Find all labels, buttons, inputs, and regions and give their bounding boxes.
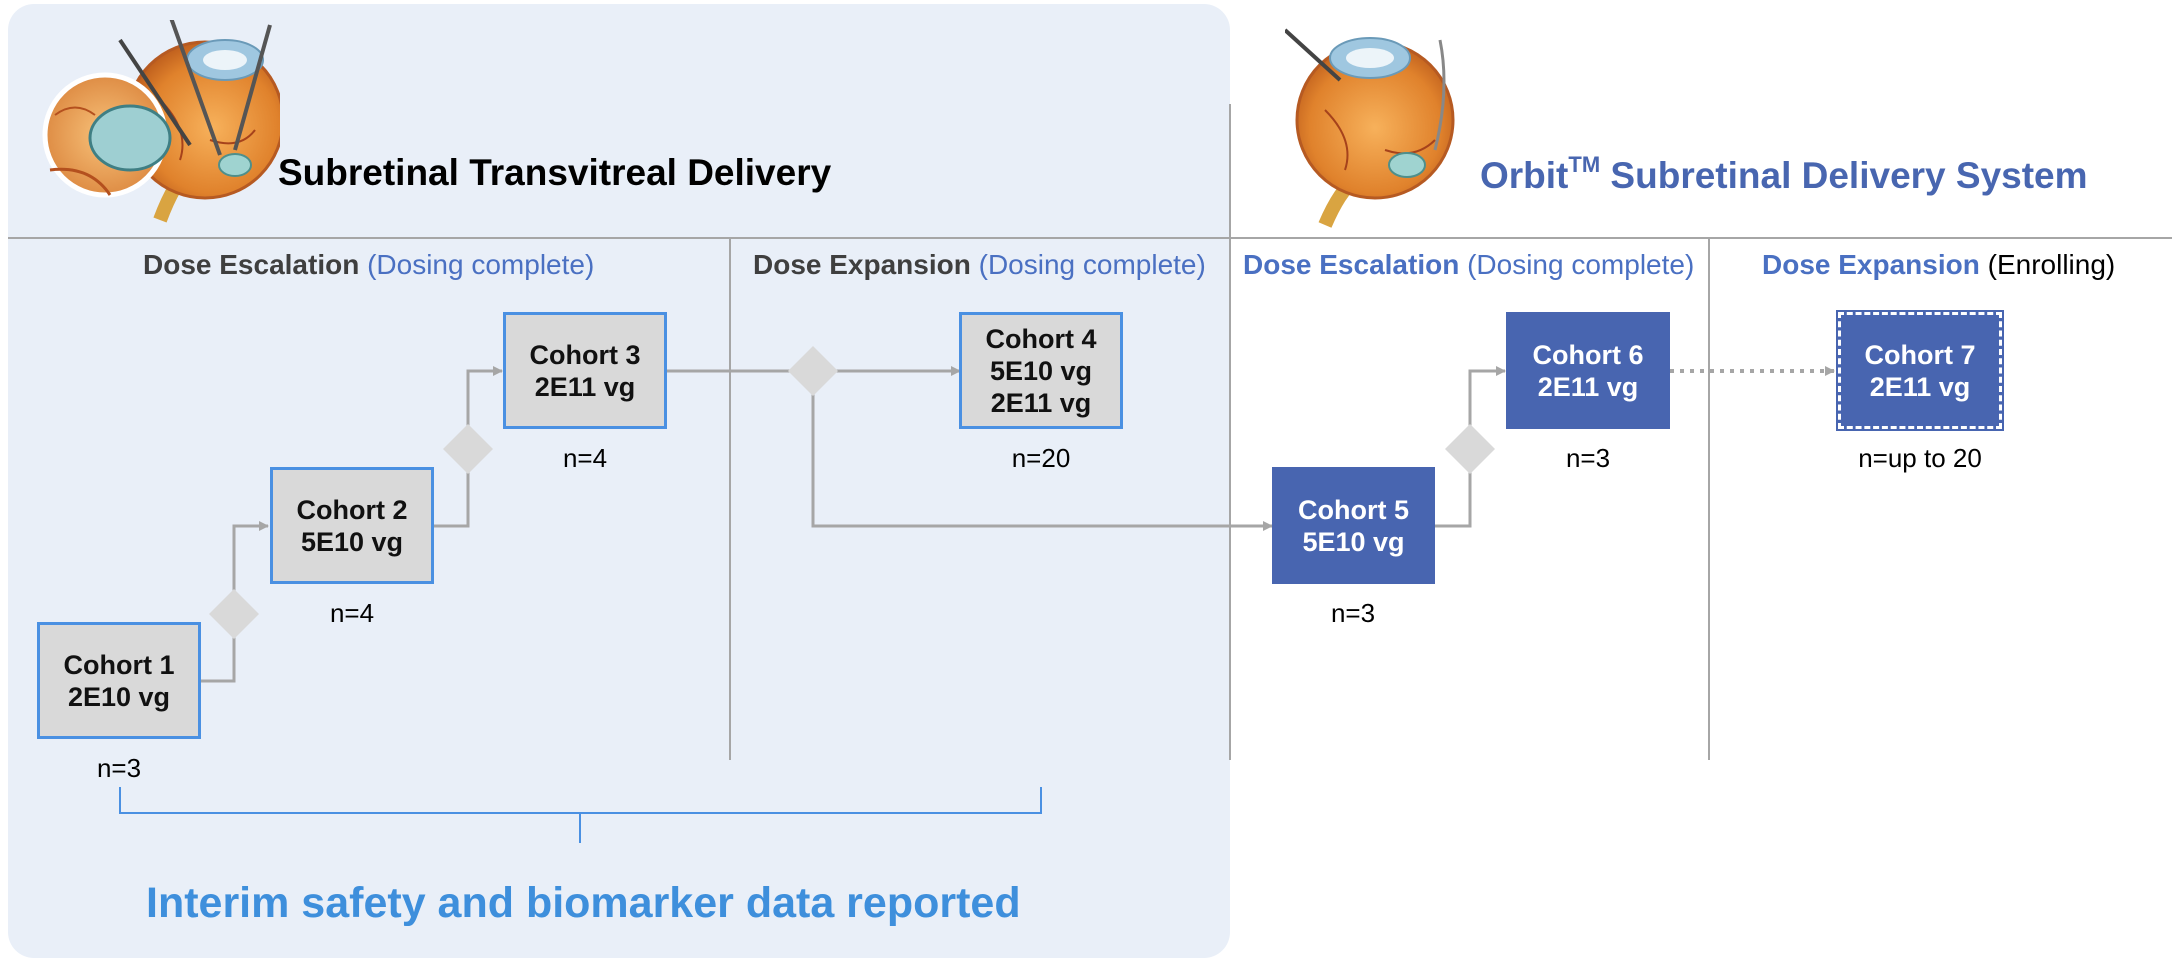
cohort-2-name: Cohort 2 <box>296 494 408 525</box>
cohort-2-n: n=4 <box>329 598 375 628</box>
left-title: Subretinal Transvitreal Delivery <box>278 152 832 193</box>
header-divider <box>8 237 2172 239</box>
phase-header-2-status: (Dosing complete) <box>978 249 1206 280</box>
cohort-7-box: Cohort 7 2E11 vg <box>1836 310 2004 431</box>
phase-header-1: Dose Escalation (Dosing complete) <box>143 251 594 279</box>
cohort-5-dose: 5E10 vg <box>1302 526 1405 557</box>
cohort-5-box: Cohort 5 5E10 vg <box>1272 467 1435 584</box>
cohort-4-name: Cohort 4 <box>985 323 1097 354</box>
cohort-3-n: n=4 <box>562 443 608 473</box>
footer-message: Interim safety and biomarker data report… <box>146 879 1021 927</box>
cohort-7-dose: 2E11 vg <box>1869 371 1971 402</box>
cohort-1-name: Cohort 1 <box>63 649 175 680</box>
phase-header-4-status: (Enrolling) <box>1987 249 2116 280</box>
phase-header-2: Dose Expansion (Dosing complete) <box>753 251 1206 279</box>
cohort-3-dose: 2E11 vg <box>534 371 636 402</box>
eye-orbit-icon <box>1285 28 1455 228</box>
section-divider-main <box>1229 104 1231 760</box>
cohort-6-dose: 2E11 vg <box>1537 371 1639 402</box>
connector-branch-c5 <box>811 371 1273 531</box>
decision-diamond-2 <box>443 424 493 474</box>
cohort-5-n: n=3 <box>1330 598 1376 628</box>
cohort-4-box: Cohort 4 5E10 vg 2E11 vg <box>959 312 1123 429</box>
cohort-7-name: Cohort 7 <box>1864 339 1976 370</box>
cohort-3-box: Cohort 3 2E11 vg <box>503 312 667 429</box>
decision-diamond-1 <box>209 589 259 639</box>
cohort-4-dose-2: 2E11 vg <box>990 387 1092 418</box>
footer-bracket <box>119 787 1042 814</box>
cohort-6-name: Cohort 6 <box>1532 339 1644 370</box>
cohort-3-name: Cohort 3 <box>529 339 641 370</box>
cohort-2-dose: 5E10 vg <box>300 526 404 557</box>
decision-diamond-3 <box>788 346 838 396</box>
phase-header-3-title: Dose Escalation <box>1243 249 1460 280</box>
eye-cross-section-icon <box>42 20 280 223</box>
cohort-7-n: n=up to 20 <box>1858 443 1982 473</box>
phase-header-1-status: (Dosing complete) <box>367 249 595 280</box>
cohort-5-name: Cohort 5 <box>1298 494 1409 525</box>
section-divider-right <box>1708 238 1710 760</box>
right-title-brand: Orbit <box>1480 155 1569 196</box>
cohort-1-n: n=3 <box>96 753 142 783</box>
section-divider-left <box>729 238 731 760</box>
cohort-2-box: Cohort 2 5E10 vg <box>270 467 434 584</box>
right-title-superscript: TM <box>1568 152 1601 177</box>
phase-header-4-title: Dose Expansion <box>1762 249 1980 280</box>
right-title: OrbitTM Subretinal Delivery System <box>1480 152 2088 196</box>
cohort-6-box: Cohort 6 2E11 vg <box>1506 312 1670 429</box>
phase-header-1-title: Dose Escalation <box>143 249 360 280</box>
phase-header-3-status: (Dosing complete) <box>1467 249 1695 280</box>
cohort-4-n: n=20 <box>1011 443 1071 473</box>
cohort-1-dose: 2E10 vg <box>67 681 171 712</box>
cohort-4-dose-1: 5E10 vg <box>989 355 1093 386</box>
phase-header-2-title: Dose Expansion <box>753 249 971 280</box>
right-title-rest: Subretinal Delivery System <box>1600 155 2088 196</box>
cohort-1-box: Cohort 1 2E10 vg <box>37 622 201 739</box>
cohort-6-n: n=3 <box>1565 443 1611 473</box>
phase-header-4: Dose Expansion (Enrolling) <box>1762 251 2115 279</box>
decision-diamond-4 <box>1445 424 1495 474</box>
phase-header-3: Dose Escalation (Dosing complete) <box>1243 251 1694 279</box>
